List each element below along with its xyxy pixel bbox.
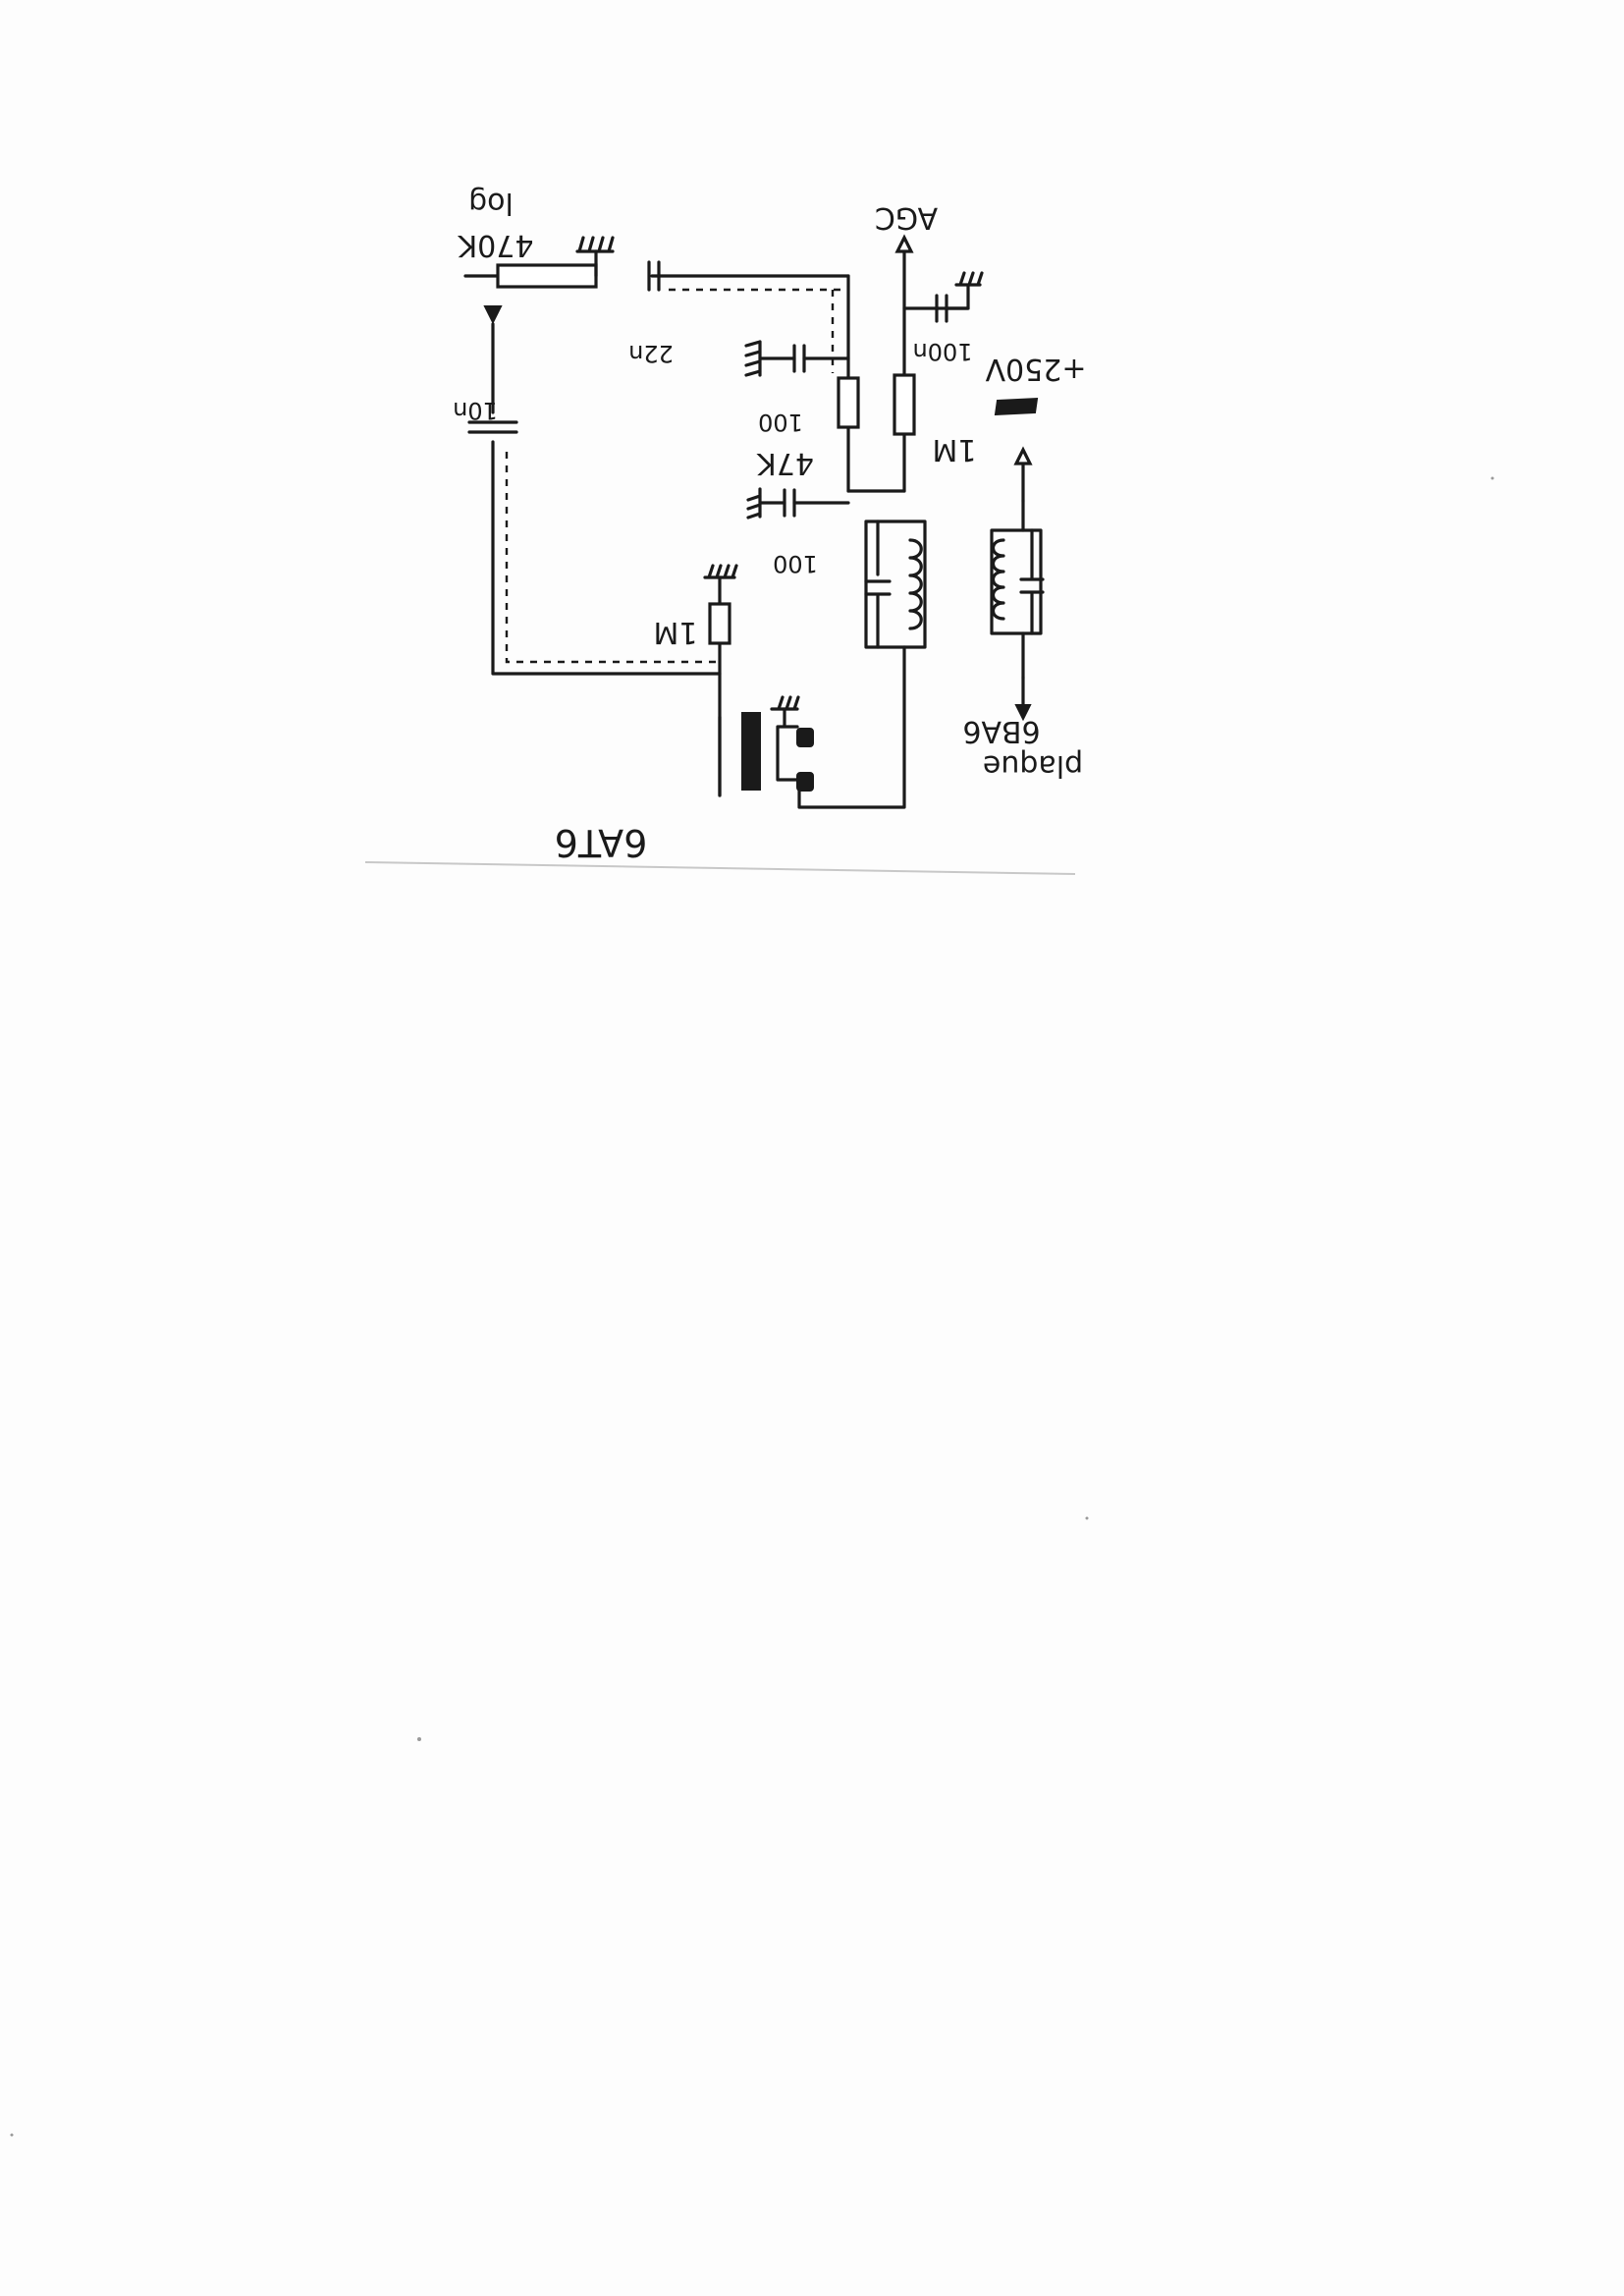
secondary-cap	[1019, 528, 1045, 635]
tube-grid-plate	[741, 712, 761, 791]
label-1m-grid: 1M	[654, 615, 698, 649]
primary-cap	[864, 519, 892, 649]
supply-arrowhead	[1013, 446, 1033, 465]
tube-diode-link	[776, 707, 799, 782]
resistor-47k	[837, 376, 860, 429]
cap-10n-plates	[467, 420, 518, 434]
label-100n: 100n	[912, 338, 972, 365]
cap-100-top-ground	[744, 340, 796, 377]
secondary-coil	[991, 538, 1005, 621]
scan-speck	[1490, 476, 1494, 480]
potentiometer-wiper-arrow	[483, 305, 503, 325]
potentiometer-body	[496, 263, 598, 289]
scan-speck	[1085, 1516, 1089, 1520]
page-edge-line	[364, 861, 1076, 875]
label-100-bottom: 100	[773, 550, 818, 577]
label-10n: 10n	[453, 397, 498, 424]
label-agc: AGC	[875, 200, 938, 235]
cap-100-bottom-ground	[746, 487, 786, 519]
label-47k: 47K	[756, 446, 814, 480]
label-plate-1: plaque	[983, 748, 1083, 783]
label-plate-2: 6BA6	[962, 714, 1040, 748]
supply-blob	[994, 397, 1039, 416]
tube-diode-2	[796, 728, 814, 747]
shield-left	[505, 452, 720, 664]
tube-diode-1	[796, 772, 814, 792]
agc-arrowhead	[894, 234, 914, 253]
cap-100n-ground	[945, 271, 984, 310]
wire-coil-to-tube	[797, 645, 906, 809]
scan-speck	[10, 2133, 14, 2137]
label-100-top: 100	[758, 409, 803, 436]
schematic-rotated-group	[463, 234, 1045, 809]
resistor-1m-grid	[708, 602, 731, 645]
if-transformer-secondary-box	[990, 528, 1043, 635]
if-transformer-primary-box	[864, 519, 927, 649]
label-supply: +250V	[985, 352, 1086, 386]
cap-22n-plates	[647, 260, 661, 292]
label-tube: 6AT6	[555, 821, 648, 864]
label-1m-agc: 1M	[933, 432, 977, 466]
label-pot-value: 470K	[457, 228, 533, 262]
pot-ground-symbol	[575, 236, 615, 253]
scan-speck	[417, 1737, 421, 1741]
grid-res-ground	[703, 564, 738, 579]
tube-diode-ground	[770, 695, 800, 711]
resistor-1m-agc	[893, 373, 916, 436]
plate-arrowhead	[1014, 704, 1032, 722]
label-pot-taper: log	[468, 186, 514, 220]
labels-group: log 470K AGC 22n 100n +250V 10n 100 47K …	[453, 186, 1086, 864]
primary-coil	[908, 538, 923, 630]
label-22n: 22n	[628, 340, 674, 367]
